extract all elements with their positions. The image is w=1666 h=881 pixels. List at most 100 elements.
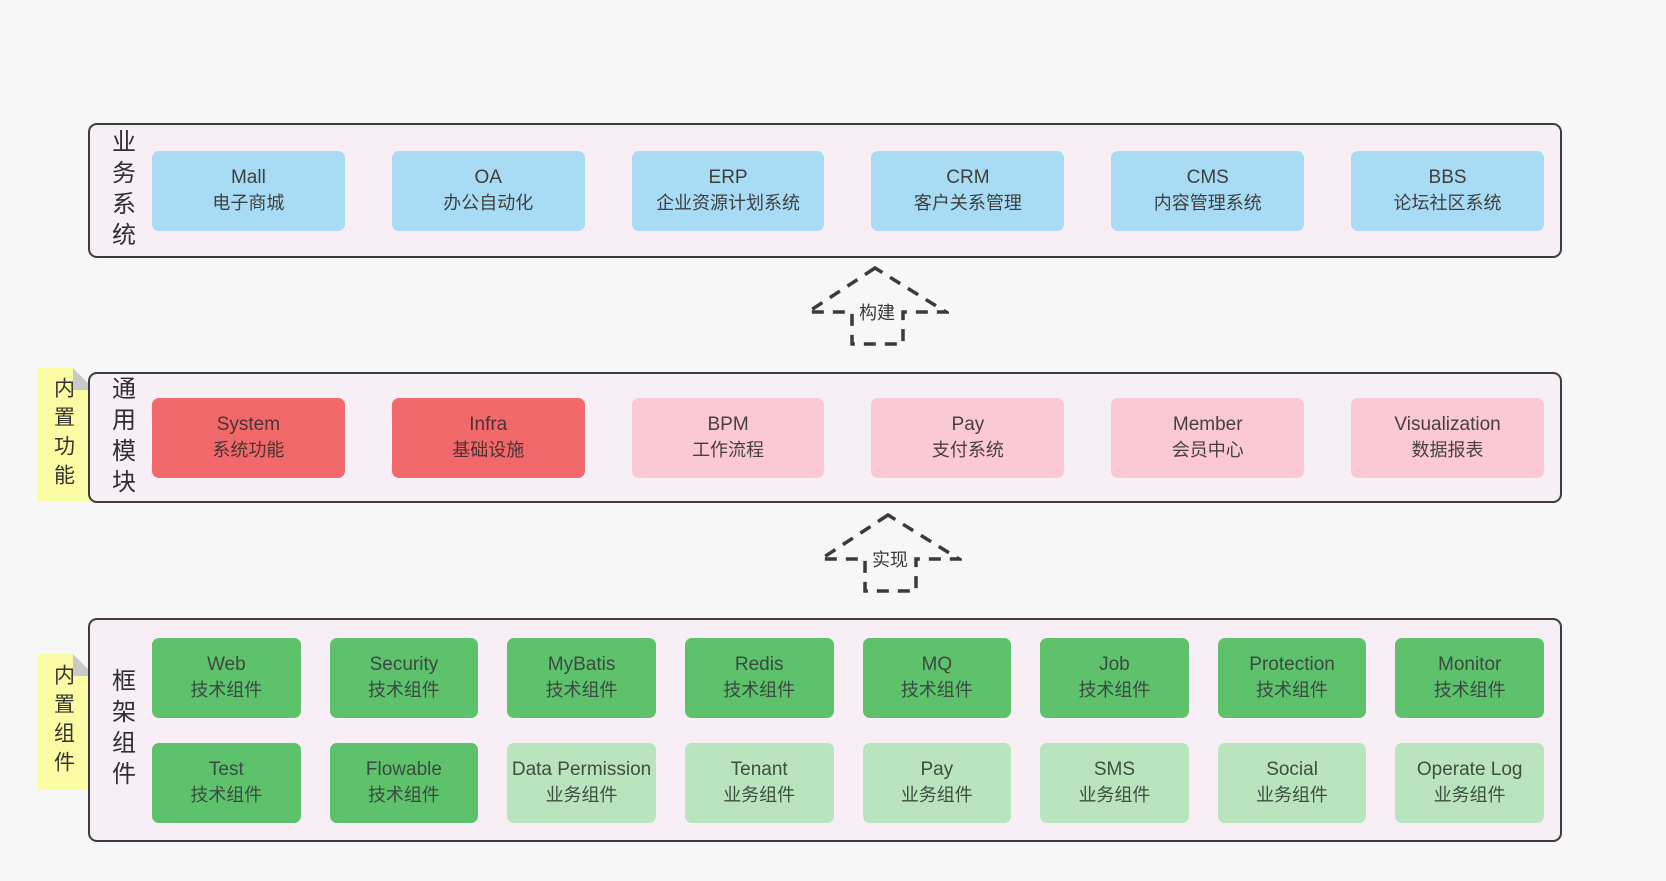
diagram-box-bpm: BPM 工作流程	[631, 397, 825, 478]
box-name: OA	[474, 166, 502, 188]
diagram-box-sms: SMS 业务组件	[1040, 742, 1189, 823]
box-name: MyBatis	[547, 653, 616, 675]
box-name: Pay	[920, 758, 954, 780]
diagram-box-social: Social 业务组件	[1217, 742, 1367, 823]
box-description: 支付系统	[931, 440, 1004, 461]
box-description: 内容管理系统	[1153, 193, 1262, 214]
box-description: 业务组件	[900, 785, 973, 806]
box-description: 论坛社区系统	[1393, 193, 1502, 214]
box-name: Social	[1266, 758, 1318, 780]
sticky-note-text: 内置功能	[51, 376, 75, 493]
layer-label: 通用模块	[107, 375, 135, 500]
diagram-box-cms: CMS 内容管理系统	[1111, 150, 1305, 231]
box-name: System	[216, 413, 281, 435]
box-name: Flowable	[365, 758, 442, 780]
box-name: CRM	[946, 166, 990, 188]
box-name: Visualization	[1394, 413, 1501, 435]
diagram-box-bbs: BBS 论坛社区系统	[1351, 150, 1544, 231]
box-description: 办公自动化	[443, 193, 534, 214]
diagram-box-system: System 系统功能	[152, 397, 345, 478]
up-arrow-icon	[818, 512, 962, 593]
box-description: 技术组件	[1433, 680, 1506, 701]
box-description: 基础设施	[452, 440, 525, 461]
diagram-box-infra: Infra 基础设施	[391, 397, 585, 478]
arrow-label: 构建	[857, 299, 897, 325]
box-description: 技术组件	[545, 680, 618, 701]
box-name: Operate Log	[1416, 758, 1523, 780]
box-name: SMS	[1093, 758, 1136, 780]
up-arrow-icon	[805, 265, 949, 346]
box-name: Job	[1099, 653, 1130, 675]
box-description: 技术组件	[367, 680, 440, 701]
layer-label: 框架组件	[107, 668, 135, 792]
diagram-box-pay: Pay 支付系统	[871, 397, 1065, 478]
box-name: BPM	[707, 413, 749, 435]
box-name: Mall	[230, 166, 266, 188]
layer-box-rows: Mall 电子商城 OA 办公自动化 ERP 企业资源计划系统 CRM 客户关系管理 CMS 内容…	[152, 150, 1560, 231]
diagram-box-monitor: Monitor 技术组件	[1395, 637, 1544, 718]
box-name: Test	[208, 758, 244, 780]
box-name: ERP	[708, 166, 748, 188]
box-description: 技术组件	[1078, 680, 1151, 701]
box-description: 数据报表	[1411, 440, 1484, 461]
box-description: 业务组件	[1078, 785, 1151, 806]
box-description: 业务组件	[545, 785, 618, 806]
diagram-box-oa: OA 办公自动化	[391, 150, 585, 231]
diagram-box-protection: Protection 技术组件	[1217, 637, 1367, 718]
box-name: Member	[1172, 413, 1243, 435]
box-description: 业务组件	[723, 785, 796, 806]
box-description: 技术组件	[190, 680, 263, 701]
box-description: 技术组件	[1256, 680, 1329, 701]
diagram-box-redis: Redis 技术组件	[684, 637, 834, 718]
diagram-box-crm: CRM 客户关系管理	[871, 150, 1065, 231]
box-description: 系统功能	[212, 440, 285, 461]
diagram-box-visualization: Visualization 数据报表	[1351, 397, 1544, 478]
diagram-box-test: Test 技术组件	[152, 742, 301, 823]
box-description: 技术组件	[190, 785, 263, 806]
diagram-box-web: Web 技术组件	[152, 637, 301, 718]
box-description: 工作流程	[692, 440, 765, 461]
box-name: Protection	[1249, 653, 1335, 675]
diagram-box-pay: Pay 业务组件	[862, 742, 1012, 823]
sticky-note-built-in-components: 内置组件	[38, 654, 95, 790]
layer-common-modules: 通用模块 System 系统功能 Infra 基础设施 BPM 工作流程 Pay 支付系统 Me…	[88, 372, 1562, 503]
box-name: Web	[206, 653, 246, 675]
arrow-implement: 实现	[818, 512, 962, 594]
arrow-build: 构建	[805, 265, 949, 347]
sticky-note-text: 内置组件	[51, 664, 75, 780]
box-name: MQ	[921, 653, 953, 675]
box-description: 技术组件	[723, 680, 796, 701]
diagram-box-security: Security 技术组件	[329, 637, 479, 718]
box-row: Mall 电子商城 OA 办公自动化 ERP 企业资源计划系统 CRM 客户关系管理 CMS 内容…	[152, 150, 1544, 231]
diagram-box-mybatis: MyBatis 技术组件	[507, 637, 656, 718]
box-description: 企业资源计划系统	[656, 193, 801, 214]
diagram-box-operate-log: Operate Log 业务组件	[1395, 742, 1544, 823]
diagram-box-job: Job 技术组件	[1040, 637, 1189, 718]
diagram-box-erp: ERP 企业资源计划系统	[631, 150, 825, 231]
diagram-box-mall: Mall 电子商城	[152, 150, 345, 231]
box-name: Pay	[951, 413, 985, 435]
layer-label: 业务系统	[107, 128, 135, 253]
box-name: Redis	[734, 653, 784, 675]
box-description: 业务组件	[1256, 785, 1329, 806]
sticky-note-built-in-features: 内置功能	[38, 368, 95, 501]
box-name: BBS	[1428, 166, 1467, 188]
box-name: CMS	[1186, 166, 1229, 188]
box-name: Monitor	[1438, 653, 1502, 675]
box-name: Data Permission	[511, 758, 652, 780]
box-description: 电子商城	[212, 193, 285, 214]
box-name: Security	[369, 653, 439, 675]
box-name: Infra	[469, 413, 508, 435]
box-description: 业务组件	[1433, 785, 1506, 806]
box-description: 客户关系管理	[913, 193, 1022, 214]
